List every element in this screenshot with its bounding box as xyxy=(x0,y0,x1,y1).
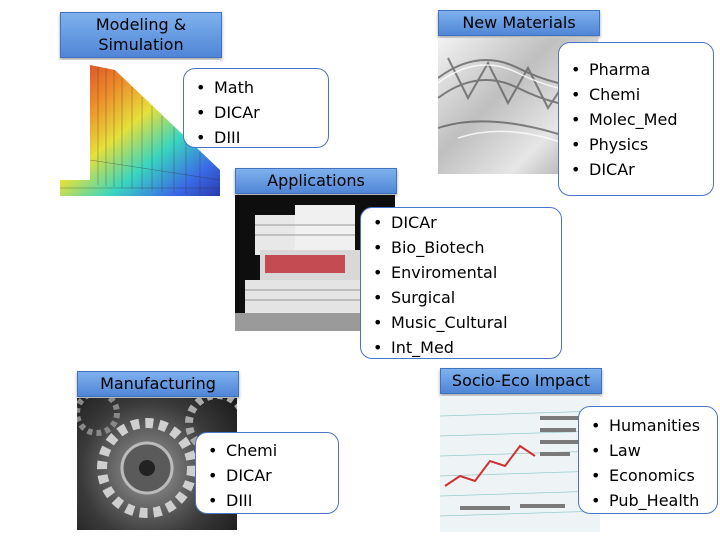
list-item: Bio_Biotech xyxy=(373,235,551,260)
list-item: Int_Med xyxy=(373,335,551,360)
new-materials-list-card: Pharma Chemi Molec_Med Physics DICAr xyxy=(558,42,714,196)
applications-list-card: DICAr Bio_Biotech Enviromental Surgical … xyxy=(360,207,562,359)
list-item: Economics xyxy=(591,463,707,488)
list-item: Surgical xyxy=(373,285,551,310)
list-item: Pub_Health xyxy=(591,488,707,513)
list-item: Chemi xyxy=(571,82,703,107)
list-item: DICAr xyxy=(373,210,551,235)
list-item: Pharma xyxy=(571,57,703,82)
list-item: Law xyxy=(591,438,707,463)
manufacturing-title: Manufacturing xyxy=(100,374,216,393)
modeling-title-line1: Modeling & xyxy=(95,15,187,34)
financial-chart-image xyxy=(440,396,600,532)
list-item: DICAr xyxy=(196,100,318,125)
applications-header: Applications xyxy=(235,168,397,194)
list-item: DICAr xyxy=(571,157,703,182)
list-item: Math xyxy=(196,75,318,100)
list-item: Humanities xyxy=(591,413,707,438)
modeling-simulation-header: Modeling & Simulation xyxy=(60,12,222,58)
socio-eco-title: Socio-Eco Impact xyxy=(451,371,591,390)
list-item: Chemi xyxy=(208,438,328,463)
list-item: Molec_Med xyxy=(571,107,703,132)
list-item: Music_Cultural xyxy=(373,310,551,335)
list-item: Enviromental xyxy=(373,260,551,285)
manufacturing-list-card: Chemi DICAr DIII xyxy=(195,432,339,514)
socio-eco-list-card: Humanities Law Economics Pub_Health xyxy=(578,406,718,514)
list-item: Physics xyxy=(571,132,703,157)
applications-title: Applications xyxy=(267,171,365,190)
socio-eco-impact-header: Socio-Eco Impact xyxy=(440,368,602,394)
new-materials-title: New Materials xyxy=(462,13,576,32)
list-item: DIII xyxy=(208,488,328,513)
modeling-title-line2: Simulation xyxy=(98,35,184,54)
new-materials-header: New Materials xyxy=(438,10,600,36)
manufacturing-header: Manufacturing xyxy=(77,371,239,397)
list-item: DICAr xyxy=(208,463,328,488)
modeling-list-card: Math DICAr DIII xyxy=(183,68,329,148)
list-item: DIII xyxy=(196,125,318,150)
